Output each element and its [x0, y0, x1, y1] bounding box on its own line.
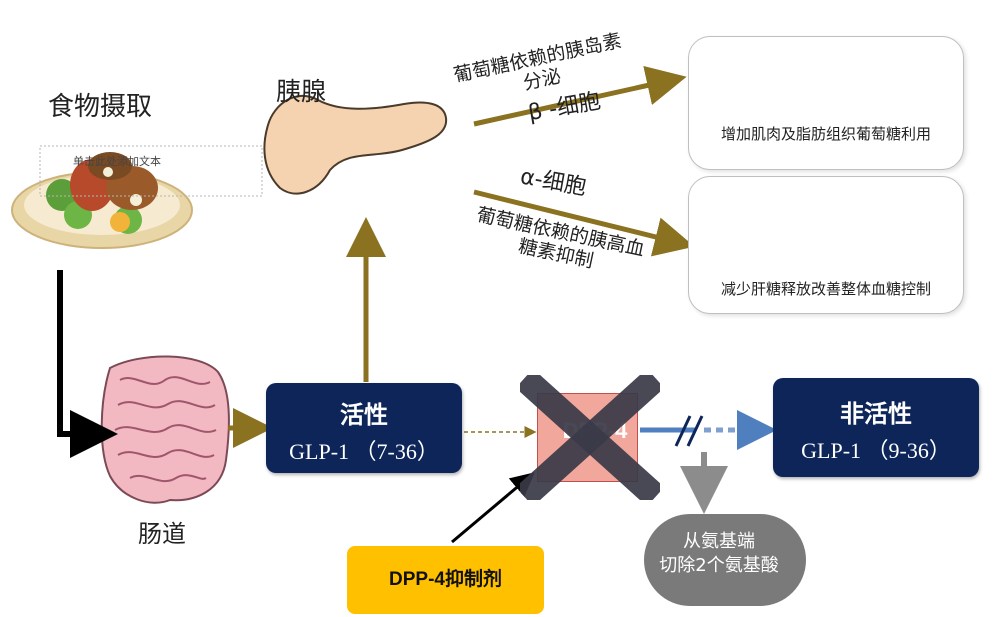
food-intake-label: 食物摄取: [48, 92, 153, 122]
arrow-alpha-path: [473, 189, 695, 257]
intestine-image: [100, 355, 230, 504]
pancreas-image: [263, 94, 448, 195]
effect-liver-box: 减少肝糖释放改善整体血糖控制: [688, 176, 964, 314]
inactive-glp1-box: 非活性 GLP-1 （9-36）: [773, 378, 979, 477]
arrow-beta-path: [473, 65, 687, 127]
arrow-inhibitor-to-dpp4: [451, 472, 535, 544]
effect-liver-text: 减少肝糖释放改善整体血糖控制: [720, 280, 931, 298]
effect-muscle-fat-text: 增加肌肉及脂肪组织葡萄糖利用: [720, 125, 931, 143]
cleavage-line-1: 从氨基端: [683, 531, 755, 552]
active-glp1-box: 活性 GLP-1 （7-36）: [266, 383, 462, 473]
cleavage-text: 从氨基端 切除2个氨基酸: [646, 530, 792, 579]
inactive-glp1-title: 非活性: [840, 399, 912, 428]
dpp4-inhibitor-box: DPP-4抑制剂: [347, 546, 544, 614]
inactive-glp1-name: GLP-1 （9-36）: [801, 438, 951, 463]
active-glp1-name: GLP-1 （7-36）: [289, 439, 439, 464]
dpp4-cross-mark: [520, 375, 660, 500]
placeholder-text: 单击此处添加文本: [73, 155, 161, 168]
arrow-food-to-gut: [57, 270, 118, 458]
cleavage-circle: [644, 514, 806, 606]
cleavage-line-2: 切除2个氨基酸: [659, 555, 779, 577]
effect-muscle-fat-box: 增加肌肉及脂肪组织葡萄糖利用: [688, 36, 964, 170]
break-mark-1: [674, 415, 692, 447]
pancreas-label: 胰腺: [276, 77, 327, 106]
food-plate-image: [11, 152, 193, 249]
gut-label: 肠道: [138, 520, 186, 548]
break-mark-2: [686, 415, 704, 447]
active-glp1-title: 活性: [340, 400, 388, 429]
